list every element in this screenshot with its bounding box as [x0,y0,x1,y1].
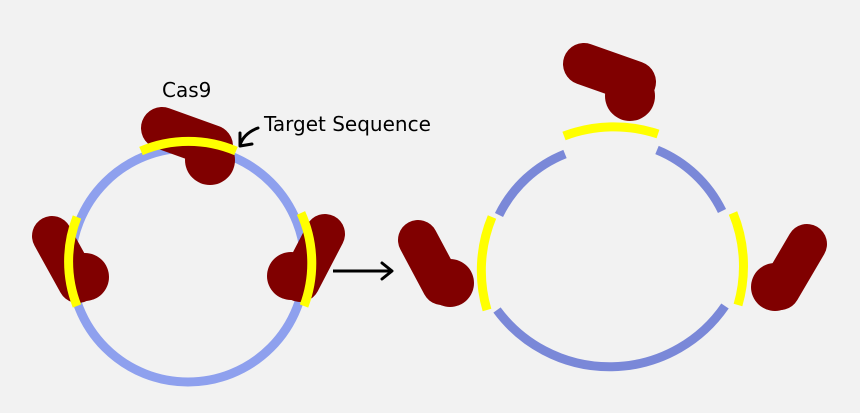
cas9-protein-icon [563,43,656,121]
cas9-protein-icon [398,220,474,307]
plasmid-fragment-top-right [655,145,727,214]
right-arrow-icon [333,261,394,281]
cut-target-sequence-left [476,215,497,312]
cut-target-sequence-right [728,211,748,307]
intact-plasmid-panel: Cas9 Target Sequence [32,78,431,387]
target-sequence-right [296,211,317,308]
plasmid-fragment-bottom [493,303,729,372]
curved-arrow-icon [238,126,260,148]
target-sequence-label: Target Sequence [263,112,431,136]
cut-target-sequence-top [562,122,660,141]
cas9-label: Cas9 [162,78,211,102]
plasmid-fragment-top-left [494,149,567,218]
target-sequence-top [139,136,238,156]
cas9-protein-icon [751,224,827,311]
target-sequence-left [64,215,82,308]
cut-plasmid-panel [398,43,827,372]
